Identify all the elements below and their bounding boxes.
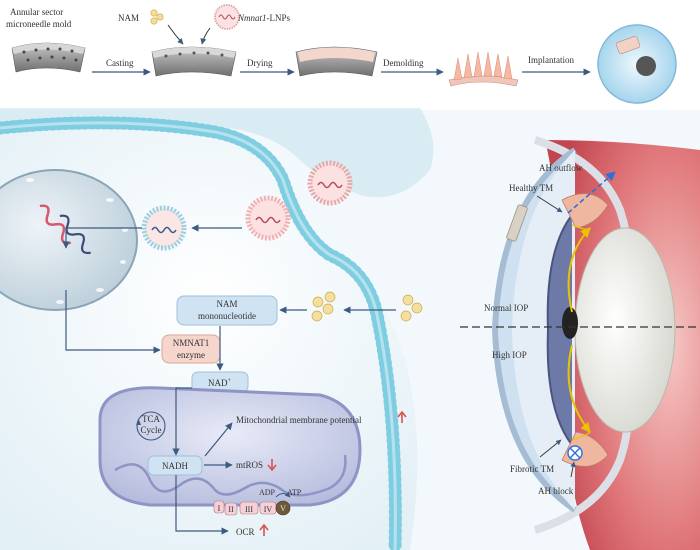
- mito-potential-label: Mitochondrial membrane potential: [236, 415, 362, 425]
- complex-v: V: [280, 504, 286, 513]
- nam-particles-outside: [400, 294, 423, 322]
- eyeball-icon: [597, 24, 677, 104]
- mtros-label: mtROS: [236, 460, 263, 470]
- microneedle-patch: [448, 51, 519, 87]
- mrna-strand-blue: [59, 214, 91, 255]
- dried-mold: [295, 46, 378, 77]
- enzyme-line2: enzyme: [177, 350, 205, 360]
- decrease-arrow-icon: [267, 459, 277, 472]
- tca-line2: Cycle: [141, 425, 162, 435]
- nadh-box: NADH: [147, 455, 203, 476]
- ah-block-icon: [567, 445, 583, 461]
- mold-label-line2: microneedle mold: [6, 19, 72, 29]
- mrna-strand-red: [39, 204, 71, 245]
- nad-plus-box: NAD+: [191, 371, 249, 393]
- step-drying: Drying: [247, 58, 273, 68]
- lens: [574, 227, 676, 433]
- nucleus: [0, 169, 138, 311]
- complex-i: I: [218, 504, 221, 513]
- step-implantation: Implantation: [528, 55, 574, 65]
- step-casting: Casting: [106, 58, 134, 68]
- mold-label-line1: Annular sector: [10, 7, 63, 17]
- complex-iv: IV: [264, 505, 273, 514]
- lnp-small-icon: [214, 4, 240, 30]
- lnp-particle-membrane: [245, 195, 291, 241]
- nad-plus-label: NAD+: [208, 378, 232, 388]
- lnp-particle-inner: [141, 205, 187, 251]
- fibrotic-tm-label: Fibrotic TM: [510, 464, 554, 474]
- adp-label: ADP: [259, 488, 276, 497]
- microneedle-mold: [11, 42, 86, 73]
- iris: [546, 214, 573, 446]
- tca-line1: TCA: [142, 414, 161, 424]
- complex-iii: III: [245, 505, 253, 514]
- ocr-label: OCR: [236, 527, 255, 537]
- nam-mononucleotide-box: NAM mononucleotide: [176, 295, 278, 326]
- high-iop-label: High IOP: [492, 350, 527, 360]
- nam-particles-inside: [311, 291, 336, 322]
- nam-label: NAM: [118, 13, 139, 23]
- nam-mono-line1: NAM: [216, 299, 237, 309]
- ah-outflow-arrow: [567, 171, 616, 214]
- nmnat1-enzyme-box: NMNAT1 enzyme: [161, 334, 221, 364]
- step-demolding: Demolding: [383, 58, 424, 68]
- increase-arrow-icon: [397, 410, 407, 423]
- ah-outflow-label: AH outflow: [539, 163, 583, 173]
- ah-block-label: AH block: [538, 486, 574, 496]
- ocr-increase-arrow-icon: [259, 523, 269, 536]
- mitochondrion: [98, 386, 362, 507]
- tca-cycle: TCA Cycle: [136, 411, 166, 441]
- cast-mold: [151, 46, 237, 77]
- pupil: [562, 307, 578, 339]
- nadh-label: NADH: [162, 461, 188, 471]
- atp-label: ATP: [287, 488, 302, 497]
- healthy-tm-label: Healthy TM: [509, 183, 553, 193]
- lnp-particle-outside: [307, 160, 353, 206]
- nam-particles-icon: [150, 9, 164, 25]
- electron-transport-chain: I II III IV V ADP ATP: [213, 488, 302, 516]
- workflow: Annular sector microneedle mold Casting …: [6, 4, 677, 104]
- nam-mono-line2: mononucleotide: [198, 311, 256, 321]
- implant: [506, 204, 528, 242]
- normal-iop-label: Normal IOP: [484, 303, 528, 313]
- eye-cross-section: AH outflow Healthy TM Normal IOP High IO…: [460, 136, 700, 550]
- complex-ii: II: [228, 505, 234, 514]
- enzyme-line1: NMNAT1: [173, 338, 210, 348]
- lnp-label: Nmnat1-LNPs: [237, 13, 291, 23]
